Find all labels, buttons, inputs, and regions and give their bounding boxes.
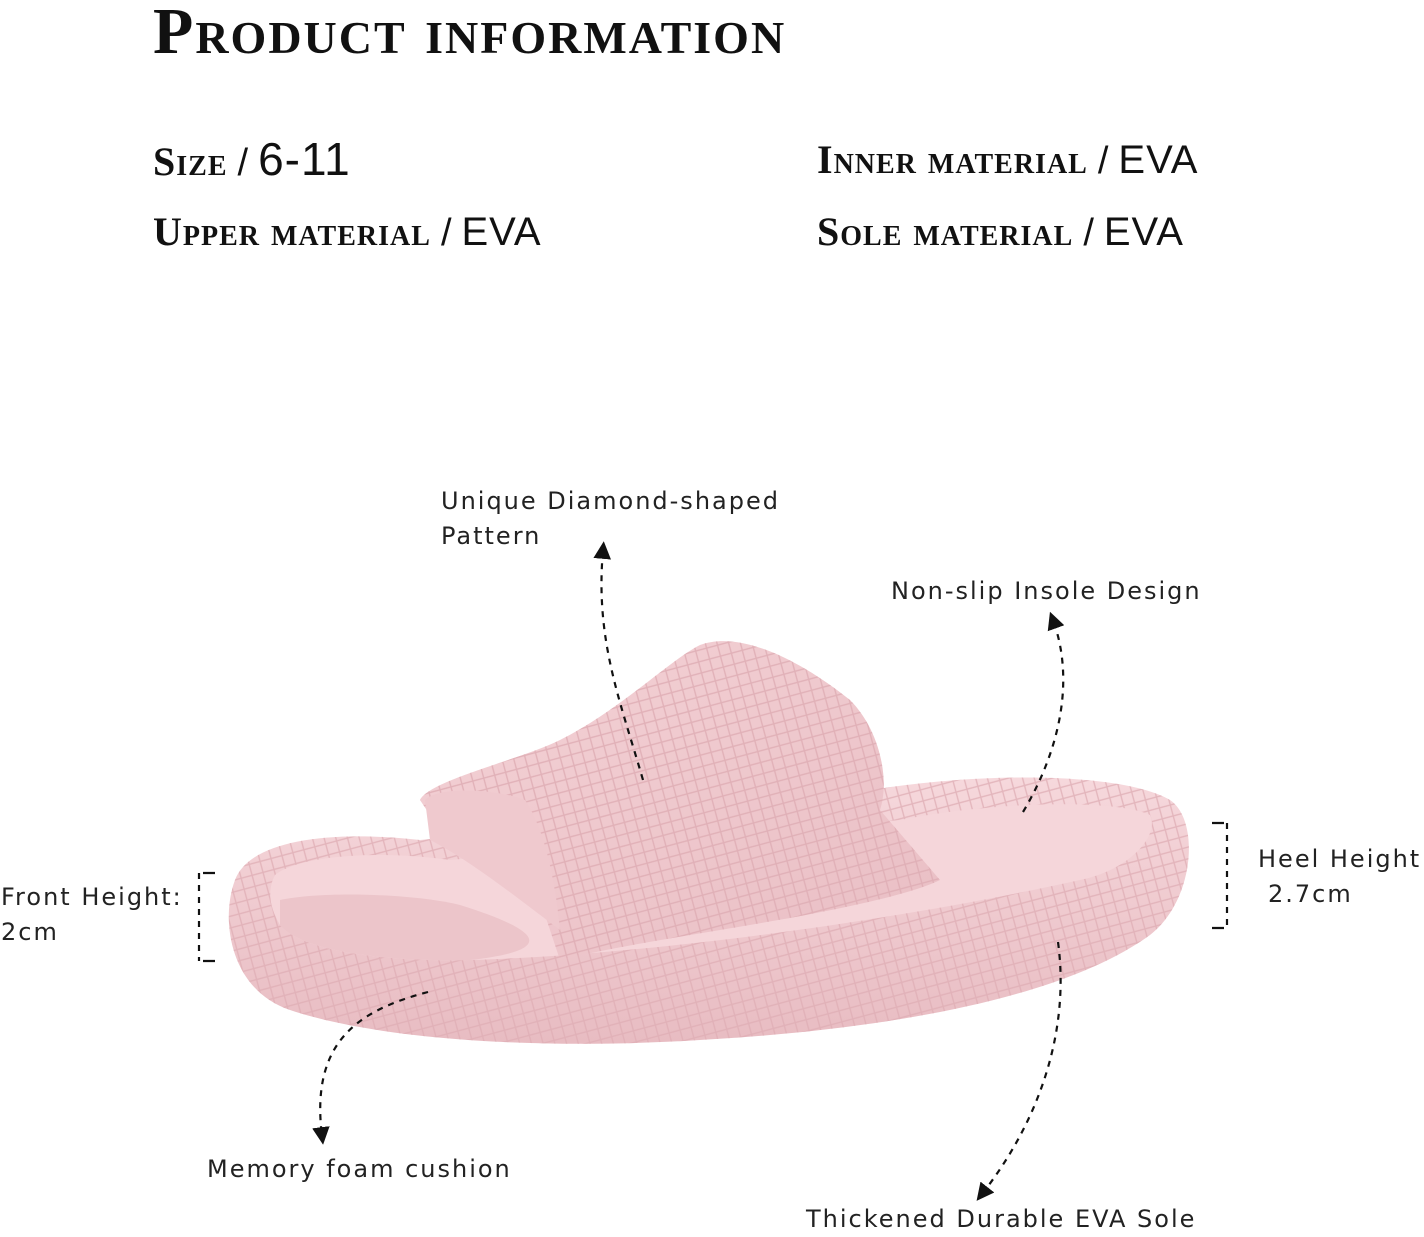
arrow-sole (976, 941, 1062, 1201)
callout-pattern: Unique Diamond-shaped Pattern (441, 484, 780, 554)
front-height-bracket (197, 871, 215, 963)
spec-sole-material: Sole material/EVA (817, 208, 1184, 255)
spec-size-value: 6-11 (258, 133, 351, 185)
spec-inner-separator: / (1097, 140, 1109, 182)
callout-front-line2: 2cm (1, 918, 59, 946)
spec-upper-value: EVA (461, 210, 542, 254)
callout-pattern-line1: Unique Diamond-shaped (441, 487, 780, 515)
spec-size-label: Size (153, 139, 228, 184)
spec-upper-label: Upper material (153, 209, 431, 254)
spec-sole-value: EVA (1103, 210, 1184, 254)
arrow-insole (1022, 611, 1065, 813)
callout-front-line1: Front Height: (1, 883, 183, 911)
spec-size: Size/6-11 (153, 132, 351, 186)
strap-opening (425, 790, 560, 930)
callout-sole: Thickened Durable EVA Sole (806, 1205, 1197, 1233)
spec-inner-material: Inner material/EVA (817, 136, 1198, 183)
spec-upper-material: Upper material/EVA (153, 208, 542, 255)
page-title: Product information (153, 0, 787, 68)
spec-upper-separator: / (440, 212, 452, 254)
callout-pattern-line2: Pattern (441, 522, 542, 550)
callout-heel-height: Heel Height: 2.7cm (1258, 842, 1424, 912)
callout-arrows (312, 541, 1065, 1201)
callout-heel-line1: Heel Height: (1258, 845, 1424, 873)
spec-inner-label: Inner material (817, 137, 1088, 182)
callout-front-height: Front Height: 2cm (1, 880, 183, 950)
footbed-shadow (280, 894, 530, 961)
spec-size-separator: / (237, 142, 249, 184)
slide-sandal (228, 641, 1189, 1044)
heel-height-bracket (1212, 821, 1229, 930)
spec-inner-value: EVA (1118, 138, 1199, 182)
callout-insole: Non-slip Insole Design (891, 577, 1202, 605)
spec-sole-separator: / (1083, 212, 1094, 254)
callout-cushion: Memory foam cushion (207, 1155, 512, 1183)
arrow-cushion (312, 990, 429, 1145)
spec-sole-label: Sole material (817, 209, 1074, 254)
callout-heel-line2: 2.7cm (1268, 880, 1353, 908)
